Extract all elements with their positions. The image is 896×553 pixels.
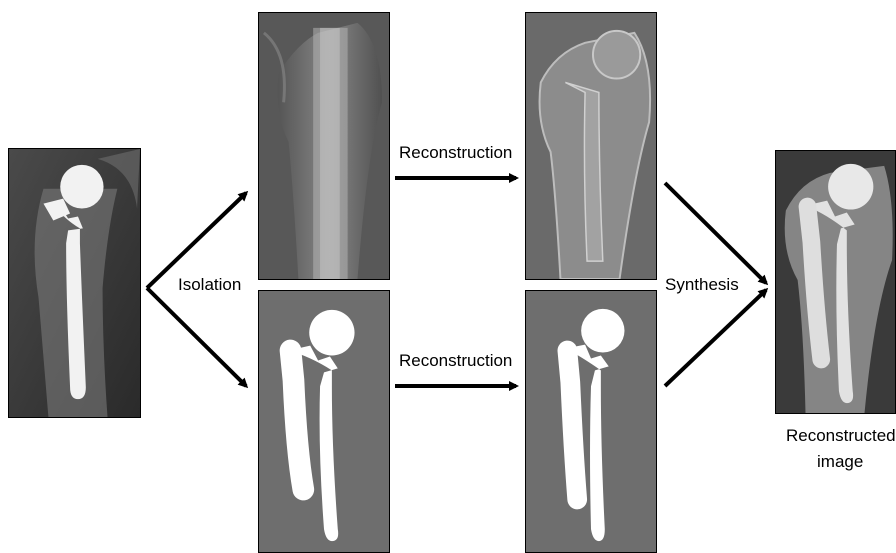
reconstructed-implant-image	[525, 290, 657, 553]
synthesis-label: Synthesis	[665, 275, 739, 295]
reconstructed-bone-image	[525, 12, 657, 280]
isolation-label: Isolation	[178, 275, 241, 295]
reconstruction-label-bottom: Reconstruction	[399, 351, 512, 371]
reconstruction-label-top: Reconstruction	[399, 143, 512, 163]
input-xray-image	[8, 148, 141, 418]
reconstructed-output-image	[775, 150, 896, 414]
result-label-line2: image	[817, 452, 863, 472]
bone-isolated-image	[258, 12, 390, 280]
synthesis-arrow-bottom	[665, 290, 766, 386]
implant-isolated-image	[258, 290, 390, 553]
isolation-arrow-up	[147, 193, 246, 288]
synthesis-arrow-top	[665, 183, 766, 283]
isolation-arrow-down	[147, 288, 246, 386]
result-label-line1: Reconstructed	[786, 426, 896, 446]
